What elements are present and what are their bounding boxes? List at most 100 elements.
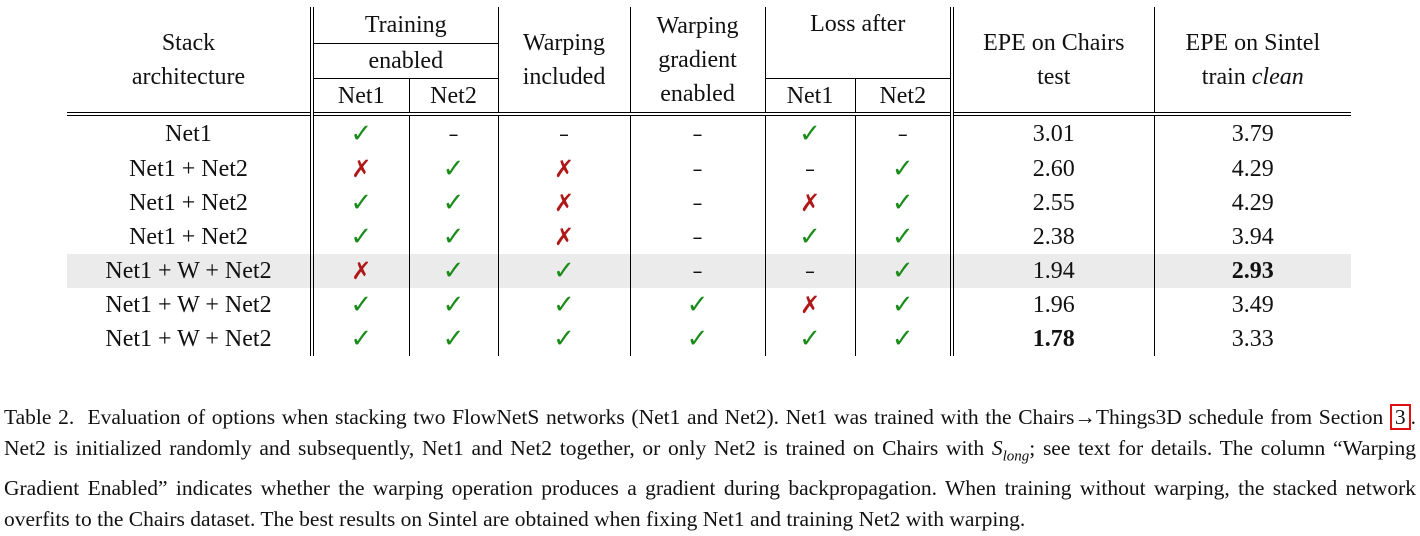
header-loss-after: Loss after	[764, 7, 953, 79]
cell-train-net1: ✓	[310, 220, 409, 254]
cell-epe-chairs: 1.94	[950, 254, 1155, 288]
cell-epe-chairs: 1.78	[950, 322, 1155, 356]
cross-icon: ✗	[553, 154, 575, 183]
cell-epe-sintel-value: 4.29	[1231, 190, 1274, 216]
check-icon: ✓	[442, 222, 465, 252]
check-icon: ✓	[553, 290, 575, 320]
section-reference-link[interactable]: 3	[1389, 403, 1411, 430]
caption-text-1: Evaluation of options when stacking two …	[87, 404, 1384, 429]
check-icon: ✓	[442, 324, 465, 354]
cell-architecture: Net1 + W + Net2	[67, 322, 313, 356]
cell-train-net2: ✓	[408, 288, 499, 322]
cell-warping-included: ✗	[497, 220, 631, 254]
check-icon: ✓	[350, 188, 373, 218]
caption-math-s-long: Slong	[991, 436, 1030, 465]
dash-symbol: –	[692, 191, 703, 215]
cell-warping-gradient: –	[629, 152, 766, 186]
cell-loss-net2: ✓	[854, 322, 953, 356]
caption-text-3: ; see text for details. The column “Warp…	[4, 436, 1416, 532]
check-icon: ✓	[442, 256, 465, 286]
cell-train-net1: ✓	[310, 288, 409, 322]
cell-train-net2: ✓	[408, 220, 499, 254]
cell-loss-net1: –	[764, 254, 856, 288]
cell-epe-sintel: 2.93	[1153, 254, 1352, 288]
check-icon: ✓	[442, 290, 465, 320]
cell-epe-chairs-value: 2.38	[1032, 224, 1075, 250]
check-icon: ✓	[891, 290, 914, 320]
table-row: Net1 + Net2 ✗ ✓ ✗ – – ✓ 2.60 4.29	[67, 152, 1352, 186]
cell-epe-chairs-value: 2.60	[1032, 156, 1075, 182]
cell-warping-included: ✓	[497, 254, 631, 288]
cell-loss-net1: –	[764, 152, 856, 186]
check-icon: ✓	[553, 256, 575, 286]
cell-train-net2: ✓	[408, 322, 499, 356]
cell-loss-net1: ✗	[764, 288, 856, 322]
dash-symbol: –	[448, 122, 459, 146]
check-icon: ✓	[350, 324, 373, 354]
dash-symbol: –	[805, 157, 816, 181]
cell-architecture-value: Net1 + W + Net2	[105, 326, 272, 352]
cell-epe-sintel-value: 3.94	[1231, 224, 1274, 250]
cell-epe-sintel: 3.94	[1153, 220, 1352, 254]
cell-architecture: Net1 + Net2	[67, 220, 313, 254]
check-icon: ✓	[891, 154, 914, 184]
cell-train-net2: –	[408, 112, 499, 152]
cell-warping-included: ✓	[497, 322, 631, 356]
cell-warping-included: ✓	[497, 288, 631, 322]
cell-epe-sintel-value: 3.79	[1231, 121, 1274, 147]
check-icon: ✓	[350, 290, 373, 320]
cell-epe-sintel: 4.29	[1153, 152, 1352, 186]
cross-icon: ✗	[553, 222, 575, 251]
cross-icon: ✗	[351, 154, 372, 183]
cell-train-net1: ✓	[310, 186, 409, 220]
check-icon: ✓	[891, 188, 914, 218]
cell-loss-net2: ✓	[854, 254, 953, 288]
cell-architecture-value: Net1 + W + Net2	[105, 258, 272, 284]
cell-architecture-value: Net1 + W + Net2	[105, 292, 272, 318]
cell-architecture: Net1 + W + Net2	[67, 288, 313, 322]
caption-text-2: . Net2 is initialized randomly and subse…	[4, 404, 1417, 461]
cell-warping-gradient: –	[629, 220, 766, 254]
check-icon: ✓	[799, 119, 821, 149]
cell-epe-chairs: 2.60	[950, 152, 1155, 186]
dash-symbol: –	[559, 122, 570, 146]
dash-symbol: –	[692, 122, 703, 146]
check-icon: ✓	[799, 222, 821, 252]
cell-epe-chairs-value: 2.55	[1032, 190, 1075, 216]
cell-architecture: Net1 + Net2	[67, 186, 313, 220]
check-icon: ✓	[799, 324, 821, 354]
cell-train-net1: ✗	[310, 254, 409, 288]
cell-epe-chairs: 2.38	[950, 220, 1155, 254]
check-icon: ✓	[686, 290, 709, 320]
cell-warping-included: ✗	[497, 152, 631, 186]
header-training-enabled-line2: enabled	[309, 43, 499, 79]
cell-architecture: Net1	[67, 112, 313, 152]
cell-architecture: Net1 + Net2	[67, 152, 313, 186]
cell-loss-net2: –	[854, 112, 953, 152]
cell-architecture-value: Net1 + Net2	[129, 156, 248, 182]
cell-epe-sintel-value: 2.93	[1231, 258, 1274, 284]
cell-loss-net1: ✓	[764, 112, 856, 152]
cross-icon: ✗	[553, 188, 575, 217]
check-icon: ✓	[891, 256, 914, 286]
cell-train-net1: ✓	[310, 322, 409, 356]
cell-epe-sintel: 3.79	[1153, 112, 1352, 152]
header-train-net2: Net2	[408, 78, 499, 115]
caption-label: Table 2.	[4, 404, 75, 429]
dash-symbol: –	[805, 259, 816, 283]
check-icon: ✓	[350, 222, 373, 252]
cell-architecture-value: Net1	[165, 121, 212, 147]
header-training-enabled: Training	[309, 7, 499, 44]
check-icon: ✓	[442, 154, 465, 184]
cell-loss-net2: ✓	[854, 288, 953, 322]
cell-train-net1: ✗	[310, 152, 409, 186]
cell-warping-included: –	[497, 112, 631, 152]
